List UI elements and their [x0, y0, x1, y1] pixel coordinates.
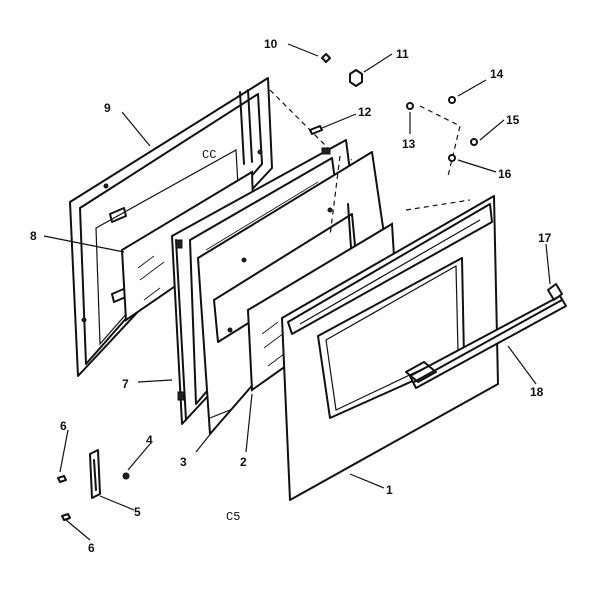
label-15: 15	[506, 113, 520, 127]
label-11: 11	[396, 47, 409, 61]
label-3: 3	[180, 455, 187, 469]
leader-lines	[43, 43, 551, 541]
hardware-top	[309, 53, 478, 162]
label-9: 9	[104, 101, 111, 115]
part-18-door-handle	[405, 283, 567, 389]
label-7: 7	[122, 377, 129, 391]
label-6-top: 6	[60, 419, 67, 433]
label-16: 16	[498, 167, 512, 181]
diagram-caption: C5	[226, 510, 240, 524]
callout-labels: 9 8 7 3 2 1 10 11 12 13 14 15 16 17 18 6…	[30, 37, 552, 555]
label-10: 10	[264, 37, 278, 51]
inner-panel-mark: CC	[202, 148, 216, 162]
label-8: 8	[30, 229, 37, 243]
label-12: 12	[358, 105, 372, 119]
label-18: 18	[530, 385, 544, 399]
label-14: 14	[490, 67, 504, 81]
label-17: 17	[538, 231, 552, 245]
hardware-bottom	[57, 449, 130, 521]
label-4: 4	[146, 433, 153, 447]
label-2: 2	[240, 455, 247, 469]
label-1: 1	[386, 483, 393, 497]
label-5: 5	[134, 505, 141, 519]
label-6-bottom: 6	[88, 541, 95, 555]
label-13: 13	[402, 137, 416, 151]
